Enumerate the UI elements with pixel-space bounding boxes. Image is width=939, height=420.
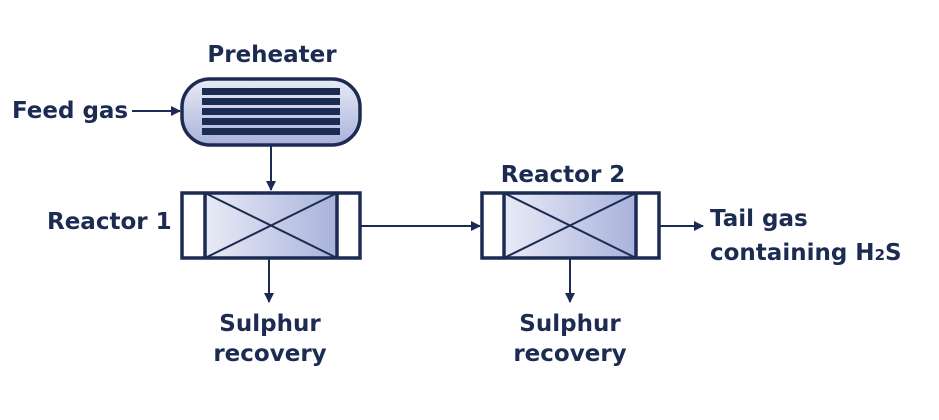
- tail-gas-label-subscript: 2: [875, 246, 885, 264]
- reactor2-vessel: [480, 191, 661, 260]
- sulphur-recovery-1-line1: Sulphur: [219, 311, 321, 337]
- tail-gas-label-line1: Tail gas: [710, 206, 808, 232]
- reactor2-label: Reactor 2: [501, 162, 626, 188]
- preheater-vessel: [180, 77, 362, 147]
- sulphur-recovery-2-line2: recovery: [513, 341, 626, 367]
- feed-gas-label: Feed gas: [12, 98, 128, 124]
- reactor1-vessel: [180, 191, 362, 260]
- tail-gas-label-end: S: [885, 240, 902, 266]
- sulphur-recovery-1-line2: recovery: [213, 341, 326, 367]
- preheater-label: Preheater: [207, 42, 337, 68]
- reactor1-label: Reactor 1: [47, 209, 172, 235]
- tail-gas-label-main: containing H: [710, 240, 875, 266]
- tail-gas-label-line2: containing H2S: [710, 240, 902, 266]
- sulphur-recovery-2-line1: Sulphur: [519, 311, 621, 337]
- preheater-tube-bundle: [202, 88, 340, 135]
